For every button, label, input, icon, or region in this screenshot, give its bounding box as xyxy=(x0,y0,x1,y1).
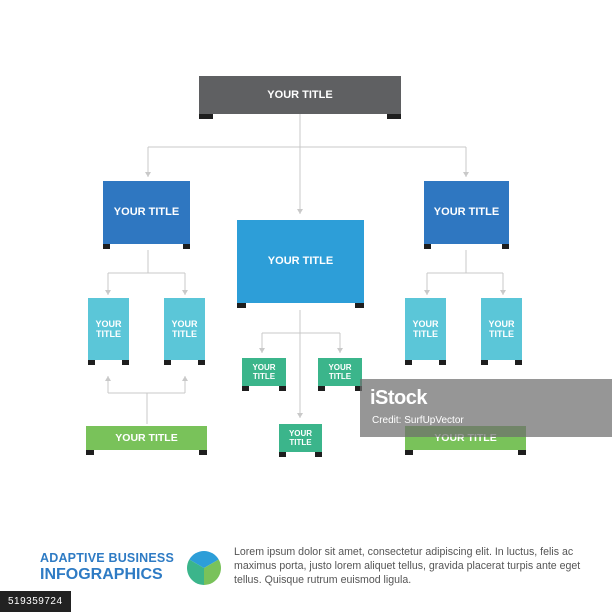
arrow-right-c1 xyxy=(424,290,430,295)
center-box-tab-left xyxy=(237,303,246,308)
root-box-label: YOUR TITLE xyxy=(267,88,333,101)
pie-slice-2 xyxy=(204,559,221,585)
center-child-1-box-label-line-2: TITLE xyxy=(252,372,276,381)
watermark-logo: iStock xyxy=(370,387,428,409)
arrow-left-up1 xyxy=(105,376,111,381)
arrow-left-c1 xyxy=(105,290,111,295)
arrow-left-c2 xyxy=(182,290,188,295)
right-box-label: YOUR TITLE xyxy=(433,206,500,219)
right-box-tab-right xyxy=(502,244,509,249)
footer-title-line2: INFOGRAPHICS xyxy=(40,566,163,583)
right-bar-box-tab-left xyxy=(405,450,413,455)
center-child-1-box-tab-left xyxy=(242,386,249,391)
watermark-credit: Credit: SurfUpVector xyxy=(372,415,464,426)
center-child-2-box-label-line-1: YOUR xyxy=(328,362,352,372)
center-bottom-box-label-line-2: TITLE xyxy=(289,438,312,447)
left-box-tab-right xyxy=(183,244,190,249)
center-child-1-box-tab-right xyxy=(279,386,286,391)
left-box-tab-left xyxy=(103,244,110,249)
left-child-2-box-label-line-2: TITLE xyxy=(172,329,197,339)
left-child-2-box-tab-left xyxy=(164,360,171,365)
right-child-2-box-label-line-1: YOUR xyxy=(488,318,515,329)
root-box-tab-right xyxy=(387,114,401,119)
arrow-to-right xyxy=(463,172,469,177)
left-child-1-box-tab-right xyxy=(122,360,129,365)
center-box-tab-right xyxy=(355,303,364,308)
left-child-1-box-tab-left xyxy=(88,360,95,365)
left-child-2-box-tab-right xyxy=(198,360,205,365)
footer-title-line1: ADAPTIVE BUSINESS xyxy=(40,551,174,565)
pie-slice-1 xyxy=(189,551,219,568)
arrow-center-c2 xyxy=(337,348,343,353)
right-box: YOUR TITLE xyxy=(424,181,509,244)
center-box: YOUR TITLE xyxy=(237,220,364,303)
right-bar-box-tab-right xyxy=(518,450,526,455)
center-child-1-box-label-line-1: YOUR xyxy=(252,362,276,372)
right-child-1-box-label-line-1: YOUR xyxy=(412,318,439,329)
center-child-2-box-tab-left xyxy=(318,386,325,391)
left-bar-box-tab-right xyxy=(199,450,207,455)
root-box: YOUR TITLE xyxy=(199,76,401,114)
left-bar-box-tab-left xyxy=(86,450,94,455)
root-box-tab-left xyxy=(199,114,213,119)
right-child-2-box-tab-left xyxy=(481,360,488,365)
stock-id-label: 519359724 xyxy=(0,591,71,612)
footer-description: Lorem ipsum dolor sit amet, consectetur … xyxy=(234,546,581,586)
arrow-to-left xyxy=(145,172,151,177)
left-child-1-box-label-line-2: TITLE xyxy=(96,329,121,339)
left-bar-box: YOUR TITLE xyxy=(86,426,207,450)
arrow-right-c2 xyxy=(500,290,506,295)
right-child-2-box-label-line-2: TITLE xyxy=(489,329,514,339)
center-bottom-box-tab-right xyxy=(315,452,322,457)
center-bottom-box-label-line-1: YOUR xyxy=(288,428,313,438)
right-child-1-box-tab-left xyxy=(405,360,412,365)
center-child-2-box-label-line-2: TITLE xyxy=(328,372,352,381)
center-box-label: YOUR TITLE xyxy=(267,255,334,268)
right-child-1-box-label-line-2: TITLE xyxy=(413,329,438,339)
right-child-1-box-tab-right xyxy=(439,360,446,365)
pie-slice-3 xyxy=(187,559,204,585)
arrow-to-center xyxy=(297,209,303,214)
center-bottom-box-tab-left xyxy=(279,452,286,457)
arrow-center-bottom xyxy=(297,413,303,418)
arrow-left-up2 xyxy=(182,376,188,381)
left-box: YOUR TITLE xyxy=(103,181,190,244)
left-child-1-box-label-line-1: YOUR xyxy=(95,318,122,329)
right-box-tab-left xyxy=(424,244,431,249)
right-child-2-box-tab-right xyxy=(515,360,522,365)
left-box-label: YOUR TITLE xyxy=(113,206,180,219)
arrow-center-c1 xyxy=(259,348,265,353)
watermark-overlay: iStock Credit: SurfUpVector xyxy=(360,379,612,437)
center-child-2-box-tab-right xyxy=(355,386,362,391)
left-bar-box-label: YOUR TITLE xyxy=(115,431,178,444)
pie-chart-icon xyxy=(187,551,221,585)
left-child-2-box-label-line-1: YOUR xyxy=(171,318,198,329)
